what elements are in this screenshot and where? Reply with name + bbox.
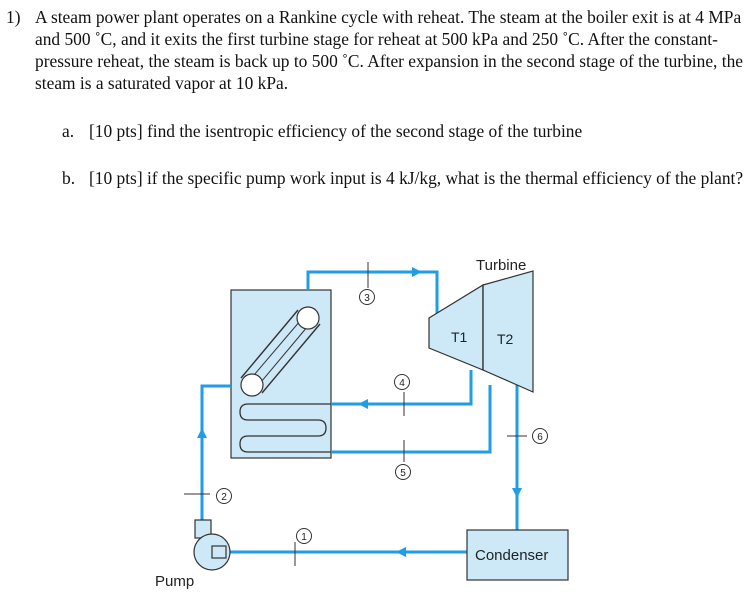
reheater-coil [239, 403, 331, 453]
flow-arrows [197, 267, 522, 557]
state-3: 3 [359, 289, 375, 305]
state-marker-ticks [184, 262, 527, 566]
state-2-label: 2 [221, 492, 227, 503]
turbine [428, 270, 534, 393]
pump [193, 519, 231, 571]
turbine-label: Turbine [476, 257, 526, 274]
problem-statement: 1) A steam power plant operates on a Ran… [6, 6, 746, 94]
t2-label: T2 [497, 331, 514, 347]
state-4-label: 4 [399, 378, 405, 389]
problem-number: 1) [6, 7, 21, 27]
t1-label: T1 [451, 329, 468, 345]
state-6-label: 6 [537, 432, 543, 443]
boiler-tube [240, 306, 321, 397]
part-b: b. [10 pts] if the specific pump work in… [62, 167, 744, 189]
part-a-text: [10 pts] find the isentropic efficiency … [89, 121, 583, 141]
state-6: 6 [532, 428, 548, 444]
pump-label: Pump [155, 573, 194, 590]
state-1: 1 [296, 528, 312, 544]
state-5: 5 [395, 464, 411, 480]
state-3-label: 3 [364, 293, 370, 304]
problem-stem: A steam power plant operates on a Rankin… [35, 7, 743, 93]
part-a-label: a. [62, 121, 75, 141]
state-5-label: 5 [400, 468, 406, 479]
state-2: 2 [216, 488, 232, 504]
part-b-label: b. [62, 168, 76, 188]
state-4: 4 [394, 374, 410, 390]
condenser-label: Condenser [475, 547, 548, 564]
part-a: a. [10 pts] find the isentropic efficien… [62, 120, 742, 142]
condenser [466, 529, 569, 581]
cycle-piping [200, 270, 519, 554]
part-b-text: [10 pts] if the specific pump work input… [89, 168, 744, 188]
state-1-label: 1 [301, 532, 307, 543]
